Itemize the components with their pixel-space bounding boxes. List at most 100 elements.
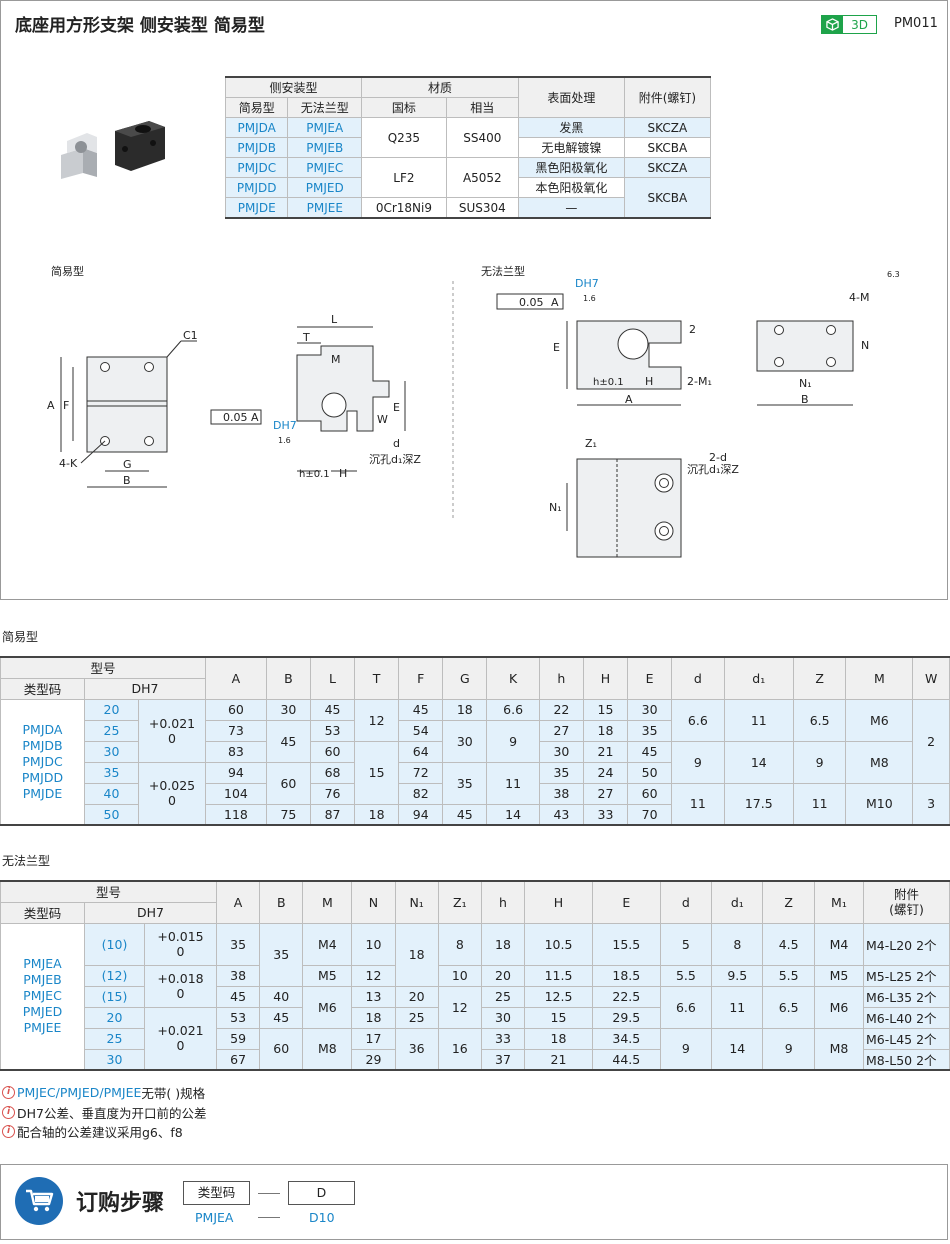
d-value: 25	[84, 719, 139, 742]
table-cell: 11	[792, 782, 847, 826]
table-cell: 76	[309, 782, 356, 805]
dim-n1: N₁	[549, 501, 562, 514]
table-cell: M6	[845, 698, 914, 742]
table-cell: 43	[538, 803, 584, 826]
table-cell: 2	[912, 698, 950, 784]
product-photo	[61, 121, 165, 179]
note-1-links[interactable]: PMJEC/PMJED/PMJEE	[17, 1085, 142, 1100]
table-cell: 12	[354, 698, 400, 742]
section-title-simple: 简易型	[2, 630, 39, 644]
dim-n: N	[861, 339, 869, 352]
type-link[interactable]: PMJEA	[23, 956, 62, 972]
dim-z1: Z₁	[585, 437, 597, 450]
table-cell: 68	[309, 761, 356, 784]
table-cell: 20	[480, 964, 526, 987]
table-cell: 6.6	[659, 985, 713, 1029]
table-cell: 9	[792, 740, 847, 784]
drawing-label-noflange: 无法兰型	[481, 264, 525, 278]
dim-a: A	[47, 399, 55, 412]
dim-h: H	[339, 467, 347, 480]
col-header-accessory: 附件 (螺钉)	[863, 880, 950, 924]
col-header: W	[912, 656, 950, 700]
dim-c1: C1	[183, 329, 198, 342]
tolerance: +0.015 0	[144, 922, 217, 966]
table-cell: 118	[205, 803, 267, 826]
table-cell: 45	[265, 719, 311, 763]
type-link[interactable]: PMJEC	[23, 988, 62, 1004]
type-link[interactable]: PMJDC	[224, 157, 289, 178]
type-link[interactable]: PMJDD	[21, 769, 64, 785]
counterbore-label: 沉孔d₁深Z	[687, 463, 739, 476]
roughness: 1.6	[278, 436, 291, 445]
table-cell: 35	[442, 761, 488, 805]
table-cell: 25	[480, 985, 526, 1008]
type-link[interactable]: PMJDD	[224, 177, 289, 198]
separator	[258, 1217, 280, 1218]
header-model: 型号	[0, 656, 206, 679]
dim-2: 2	[689, 323, 696, 336]
table-cell: 无电解镀镍	[517, 137, 625, 158]
table-cell: 16	[437, 1027, 482, 1071]
header-equiv: 相当	[445, 97, 519, 118]
dim-n1: N₁	[799, 377, 812, 390]
dim-4k: 4-K	[59, 457, 78, 470]
col-header: B	[259, 880, 304, 924]
table-cell: 50	[627, 761, 673, 784]
table-cell: 24	[582, 761, 629, 784]
table-cell: 11	[486, 761, 540, 805]
col-header: M	[845, 656, 914, 700]
type-link[interactable]: PMJEA	[287, 117, 363, 138]
type-link[interactable]: PMJEE	[23, 1020, 62, 1036]
type-link[interactable]: PMJEE	[287, 197, 363, 219]
type-link[interactable]: PMJDA	[224, 117, 289, 138]
table-cell: LF2	[361, 157, 447, 198]
info-icon: i	[2, 1086, 15, 1099]
table-cell: 17	[351, 1027, 396, 1050]
table-cell: 15	[582, 698, 629, 721]
table-cell: 35	[538, 761, 584, 784]
table-cell: 40	[259, 985, 304, 1008]
table-cell: 35	[215, 922, 261, 966]
counterbore-label: 沉孔d₁深Z	[369, 453, 421, 466]
datum-a: A	[251, 411, 259, 424]
table-cell: 5.5	[659, 964, 713, 987]
type-link[interactable]: PMJED	[22, 1004, 63, 1020]
d-value: 20	[84, 698, 139, 721]
type-link[interactable]: PMJDC	[22, 753, 63, 769]
table-cell: SUS304	[445, 197, 519, 219]
type-link[interactable]: PMJDE	[224, 197, 289, 219]
table-cell: 13	[351, 985, 396, 1008]
separator	[258, 1193, 280, 1194]
table-cell: 11.5	[524, 964, 593, 987]
d-value: (15)	[84, 985, 145, 1008]
table-cell: 54	[398, 719, 444, 742]
col-header: A	[215, 880, 261, 924]
table-cell: M6-L40 2个	[863, 1006, 950, 1029]
table-cell: 67	[215, 1048, 261, 1071]
table-cell: M6	[813, 985, 865, 1029]
3d-model-button[interactable]: 3D	[821, 15, 877, 34]
type-link[interactable]: PMJDB	[224, 137, 289, 158]
type-link[interactable]: PMJED	[287, 177, 363, 198]
example-type-code: PMJEA	[195, 1210, 234, 1225]
header-accessory: 附件(螺钉)	[623, 76, 712, 118]
info-icon: i	[2, 1106, 15, 1119]
type-link[interactable]: PMJDB	[22, 737, 63, 753]
col-header: h	[480, 880, 526, 924]
dim-f: F	[63, 399, 69, 412]
type-link[interactable]: PMJDE	[22, 785, 63, 801]
table-cell: 35	[627, 719, 673, 742]
table-cell: 9.5	[711, 964, 764, 987]
d-value: 40	[84, 782, 139, 805]
table-cell: 53	[215, 1006, 261, 1029]
table-cell: 本色阳极氧化	[517, 177, 625, 198]
table-cell: 53	[309, 719, 356, 742]
type-link[interactable]: PMJDA	[22, 721, 63, 737]
type-link[interactable]: PMJEB	[23, 972, 62, 988]
type-link[interactable]: PMJEB	[287, 137, 363, 158]
header-dh7: DH7	[84, 677, 206, 700]
table-cell: 60	[627, 782, 673, 805]
col-header: M	[302, 880, 353, 924]
note-1: i PMJEC/PMJED/PMJEE 无带( )规格	[2, 1083, 205, 1102]
type-link[interactable]: PMJEC	[287, 157, 363, 178]
